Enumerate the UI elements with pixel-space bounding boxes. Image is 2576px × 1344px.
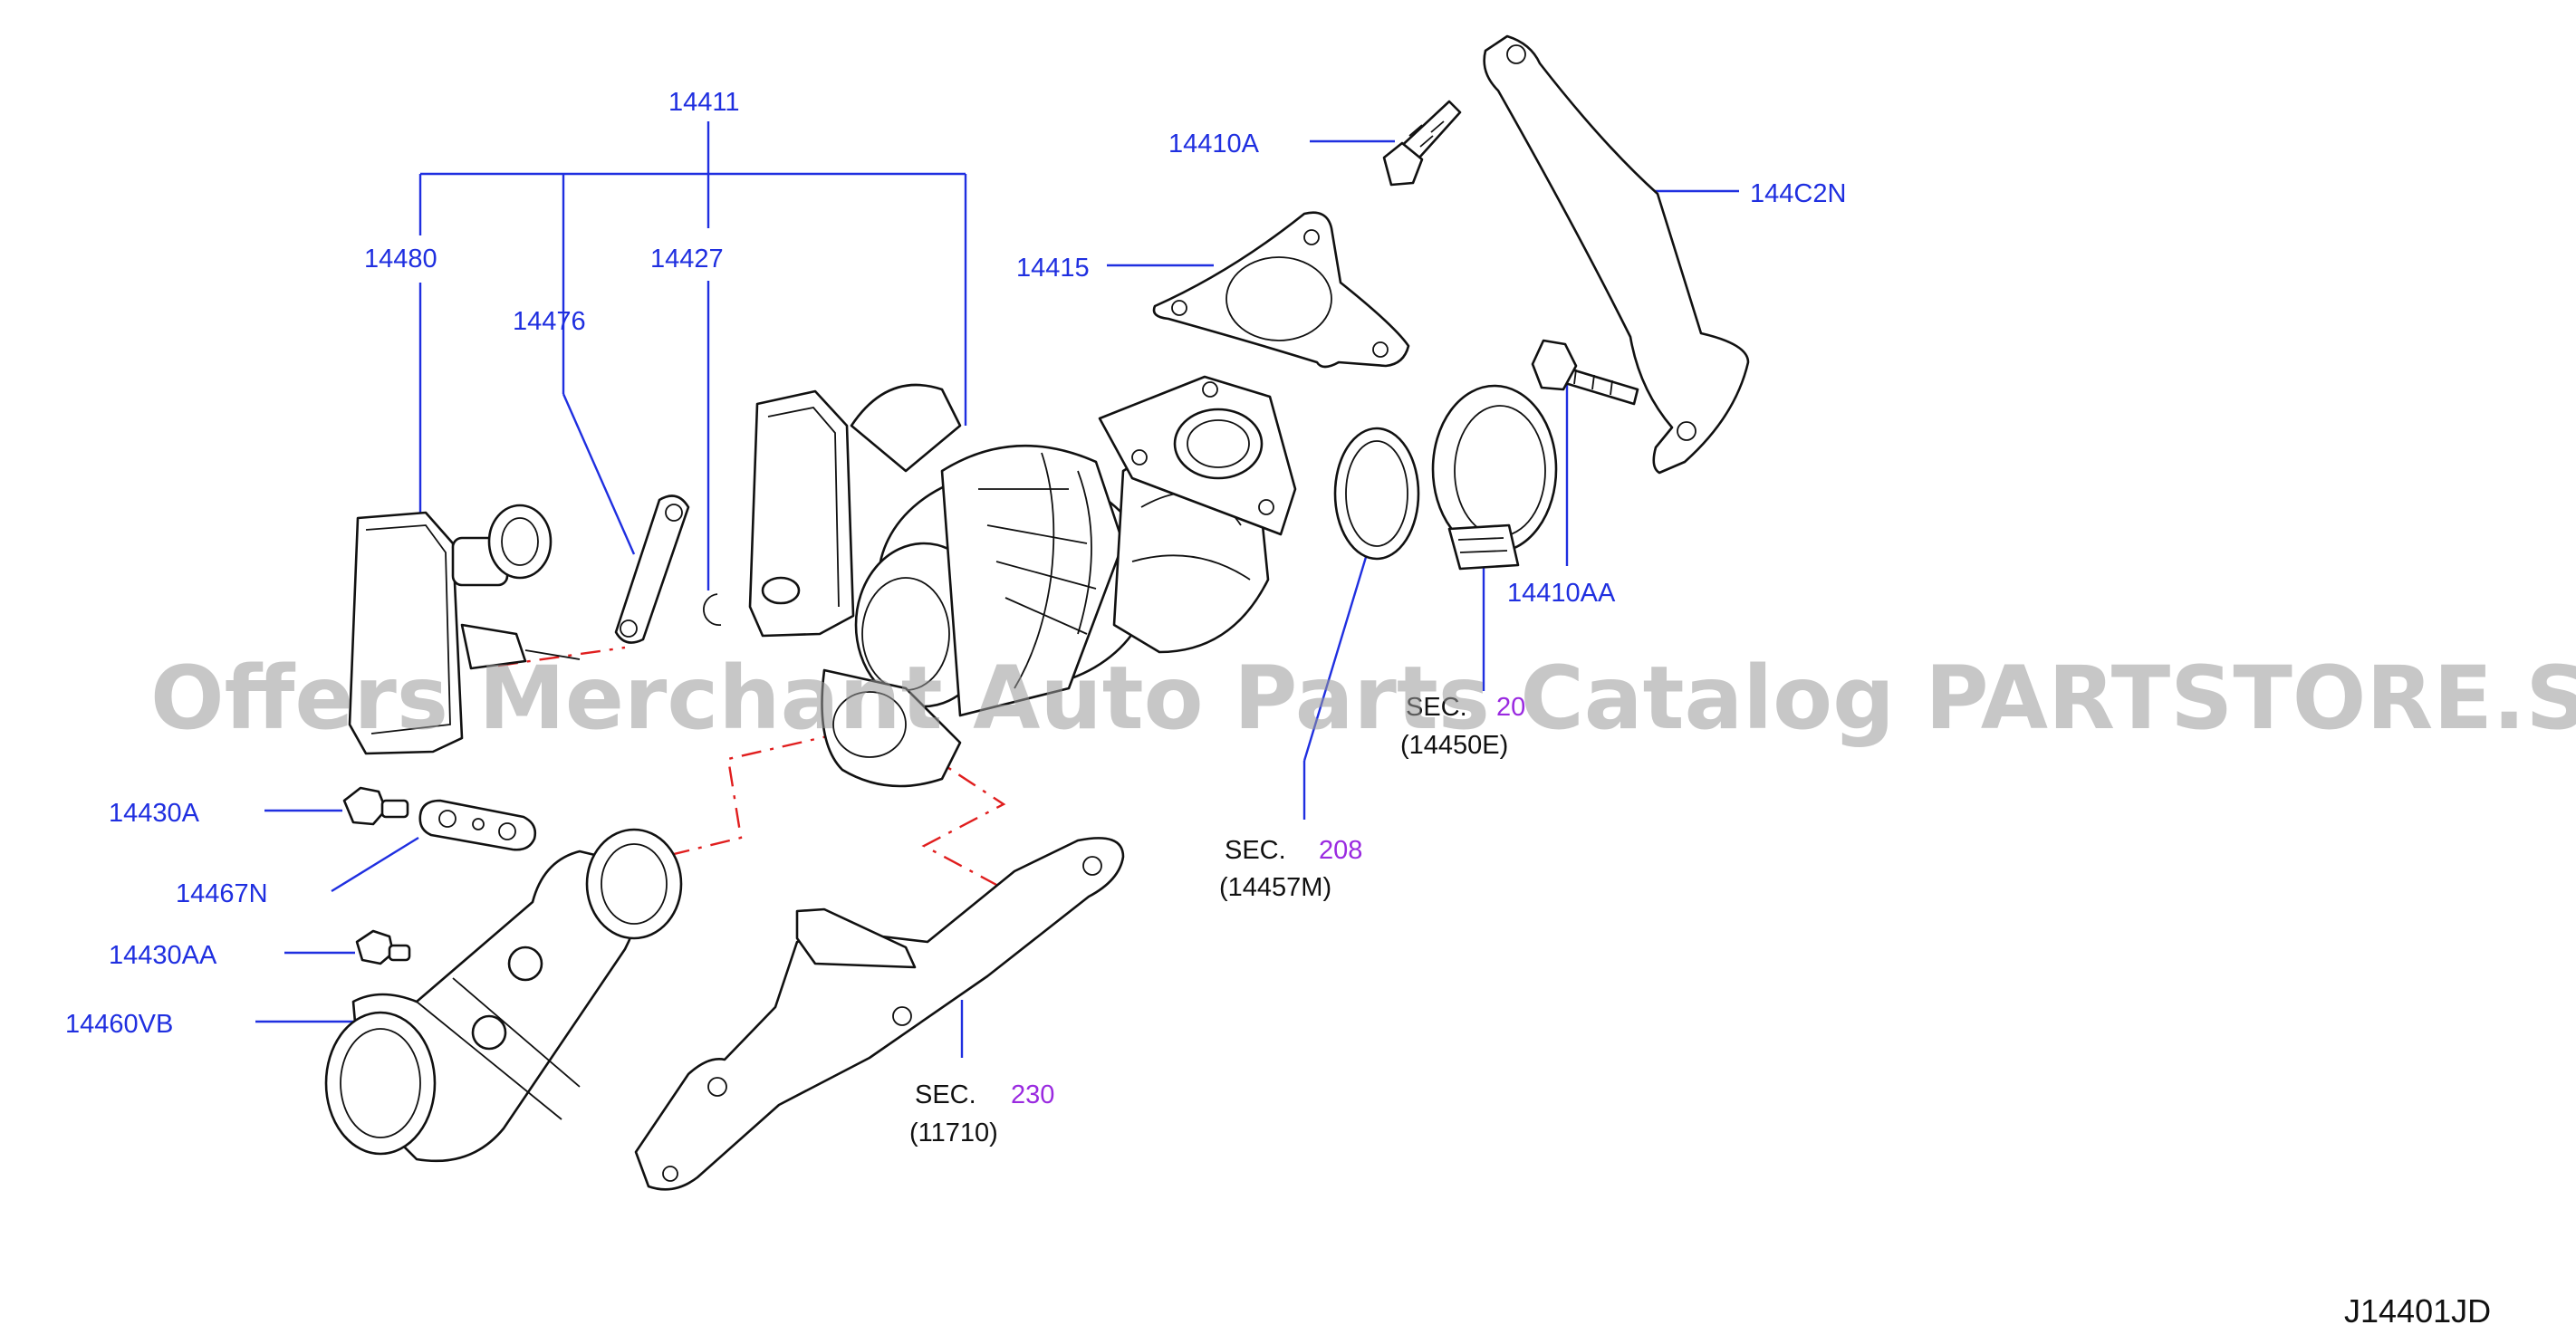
alignment-lines — [497, 646, 1006, 888]
part-stud-14410A — [1382, 100, 1462, 187]
part-actuator-14480 — [348, 504, 581, 755]
leader-lines — [255, 121, 1739, 1058]
section-references: SEC. 20 (14450E) SEC. 208 (14457M) SEC. … — [909, 693, 1525, 1147]
part-clamp-14450E — [1431, 384, 1558, 571]
part-gasket-14467N — [418, 799, 537, 851]
part-support-bracket-11710 — [634, 837, 1125, 1191]
part-clip-14427 — [703, 593, 722, 626]
label-14460VB: 14460VB — [65, 1010, 173, 1039]
label-14411: 14411 — [668, 88, 740, 117]
watermark-text: Offers Merchant Auto Parts Catalog PARTS… — [150, 648, 2576, 749]
sec-a-ref: 20 — [1496, 693, 1525, 722]
callout-labels: 14411 14480 14427 14476 14410A 14415 144… — [65, 88, 1846, 1039]
label-14410A: 14410A — [1168, 130, 1260, 158]
part-gasket-14415 — [1152, 211, 1410, 369]
label-14430A: 14430A — [109, 799, 200, 828]
sec-b-sub: (14457M) — [1219, 873, 1331, 902]
part-seal-ring-14457M — [1333, 427, 1420, 561]
sec-c-prefix: SEC. — [915, 1080, 976, 1109]
label-144C2N: 144C2N — [1750, 179, 1846, 208]
sec-c-ref: 230 — [1011, 1080, 1054, 1109]
part-link-rod-14476 — [614, 494, 690, 644]
label-14410AA: 14410AA — [1507, 579, 1616, 608]
part-catalytic-14460VB — [324, 828, 683, 1163]
part-bolt-14430A — [342, 786, 409, 826]
diagram-code: J14401JD — [2344, 1292, 2491, 1330]
sec-c-sub: (11710) — [909, 1118, 998, 1147]
label-14430AA: 14430AA — [109, 941, 217, 970]
label-14476: 14476 — [513, 307, 586, 336]
label-14415: 14415 — [1016, 254, 1090, 283]
label-14467N: 14467N — [176, 879, 268, 908]
sec-a-prefix: SEC. — [1406, 693, 1467, 722]
part-bracket-144C2N — [1483, 34, 1750, 475]
label-14427: 14427 — [650, 245, 724, 274]
sec-b-ref: 208 — [1319, 836, 1362, 865]
part-bolt-14430AA — [355, 929, 411, 965]
part-turbocharger — [748, 375, 1297, 788]
part-stud-14410AA — [1531, 339, 1639, 406]
sec-a-sub: (14450E) — [1400, 731, 1508, 760]
sec-b-prefix: SEC. — [1225, 836, 1286, 865]
label-14480: 14480 — [364, 245, 437, 274]
